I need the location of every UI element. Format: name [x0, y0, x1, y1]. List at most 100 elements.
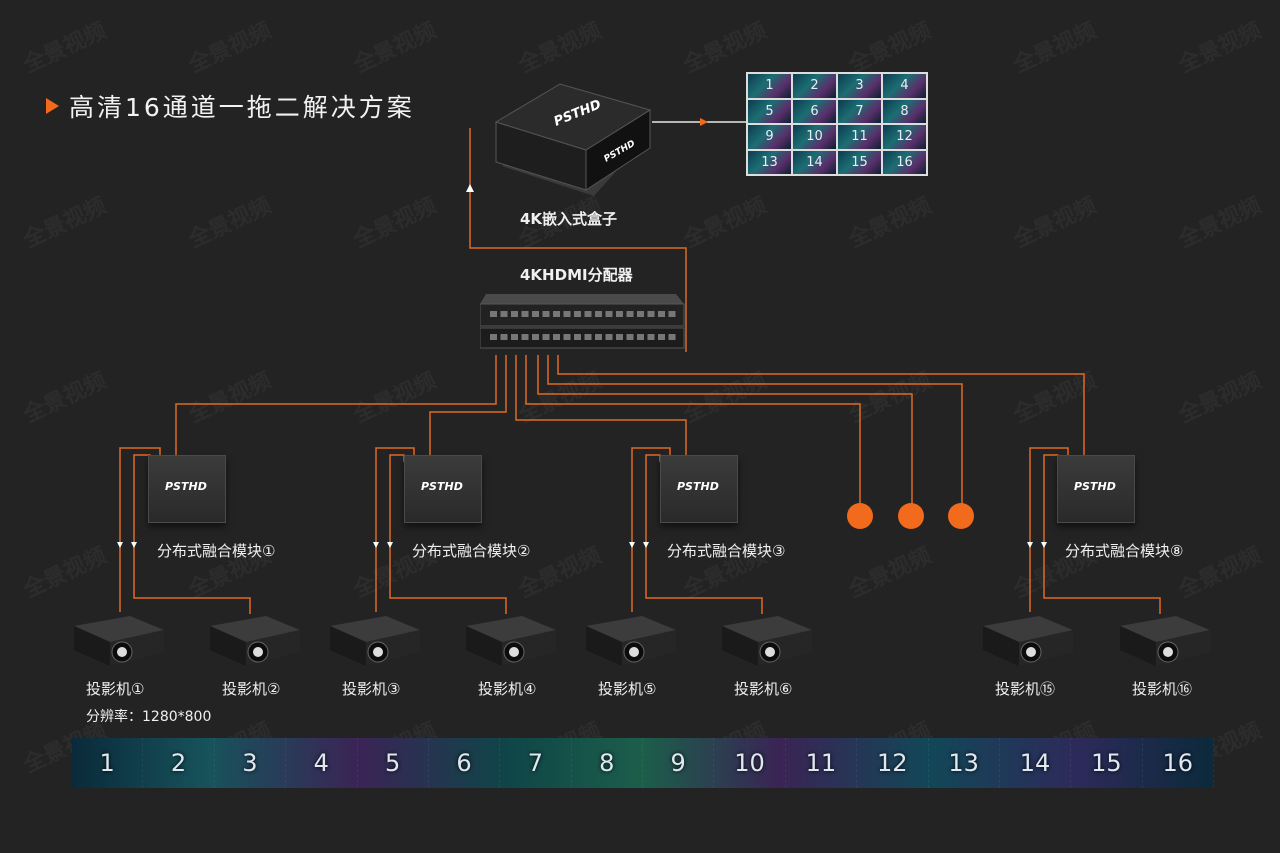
hdmi-port [658, 311, 665, 317]
hdmi-port [542, 311, 550, 317]
fusion-module-2: PSTHD [404, 455, 482, 523]
hdmi-port [532, 311, 539, 317]
wall-cell: 8 [883, 99, 926, 123]
strip-segment: 3 [215, 738, 287, 788]
out-line-3 [515, 355, 687, 455]
hdmi-port [626, 311, 634, 317]
hdmi-port [637, 334, 644, 340]
hdmi-port [668, 334, 676, 340]
input-arrow [700, 118, 708, 126]
strip-segment: 4 [286, 738, 358, 788]
hdmi-port [616, 311, 623, 317]
strip-segment: 12 [857, 738, 929, 788]
strip-segment: 16 [1143, 738, 1214, 788]
out-line-6 [547, 355, 963, 505]
fusion-module-8: PSTHD [1057, 455, 1135, 523]
strip-segment: 8 [572, 738, 643, 788]
hdmi-port [490, 311, 497, 317]
hdmi-port [616, 334, 623, 340]
projector-icon [979, 612, 1075, 670]
strip-segment: 9 [643, 738, 715, 788]
wall-cell: 3 [838, 74, 881, 98]
wall-cell: 6 [793, 99, 836, 123]
projector-label-1: 投影机① [86, 680, 145, 698]
hdmi-port [500, 334, 508, 340]
wall-cell: 4 [883, 74, 926, 98]
more-modules-dot [948, 503, 974, 529]
wall-cell: 10 [793, 125, 836, 149]
hdmi-port [574, 311, 581, 317]
module-brand: PSTHD [677, 480, 719, 493]
arrow-m8b [1041, 542, 1047, 548]
projector-label-16: 投影机⑯ [1132, 680, 1193, 698]
out-line-4 [525, 355, 861, 505]
hdmi-port [563, 311, 571, 317]
play-triangle-icon [46, 98, 59, 114]
hdmi-splitter [479, 290, 685, 352]
hdmi-port [605, 334, 613, 340]
projector-icon [718, 612, 814, 670]
wall-cell: 12 [883, 125, 926, 149]
hdmi-port [521, 334, 529, 340]
strip-segment: 7 [500, 738, 572, 788]
out-line-8 [557, 355, 1085, 455]
wall-cell: 7 [838, 99, 881, 123]
arrow-m3b [643, 542, 649, 548]
strip-segment: 11 [786, 738, 858, 788]
page-title-text: 高清16通道一拖二解决方案 [69, 93, 415, 122]
wall-cell: 2 [793, 74, 836, 98]
arrow-m1a [117, 542, 123, 548]
strip-segment: 5 [358, 738, 429, 788]
wall-cell: 14 [793, 150, 836, 174]
hdmi-port [553, 311, 560, 317]
hdmi-port [637, 311, 644, 317]
wall-cell: 9 [748, 125, 791, 149]
projector-icon [326, 612, 422, 670]
strip-segment: 13 [929, 738, 1000, 788]
out-line-5 [537, 355, 913, 505]
hdmi-port [658, 334, 665, 340]
fusion-module-1: PSTHD [148, 455, 226, 523]
box-label: 4K嵌入式盒子 [520, 210, 618, 228]
hdmi-port [500, 311, 508, 317]
out-line-2 [429, 355, 507, 455]
module-label-2: 分布式融合模块② [412, 542, 531, 560]
wall-cell: 1 [748, 74, 791, 98]
module-brand: PSTHD [165, 480, 207, 493]
hdmi-port [532, 334, 539, 340]
wall-cell: 11 [838, 125, 881, 149]
projector-label-4: 投影机④ [478, 680, 537, 698]
4k-embedded-box: PSTHD PSTHD [494, 78, 652, 198]
hdmi-port [584, 311, 592, 317]
arrow-m1b [131, 542, 137, 548]
strip-segment: 14 [1000, 738, 1072, 788]
wall-cell: 15 [838, 150, 881, 174]
strip-segment: 6 [429, 738, 501, 788]
module-brand: PSTHD [1074, 480, 1116, 493]
projector-icon [206, 612, 302, 670]
arrow-m8a [1027, 542, 1033, 548]
wall-cell: 5 [748, 99, 791, 123]
hdmi-port [647, 334, 655, 340]
projector-label-2: 投影机② [222, 680, 281, 698]
hdmi-port [553, 334, 560, 340]
splitter-label: 4KHDMI分配器 [520, 266, 633, 284]
wall-cell: 16 [883, 150, 926, 174]
resolution-label: 分辨率：1280*800 [86, 709, 212, 725]
hdmi-port [511, 334, 518, 340]
module-label-8: 分布式融合模块⑧ [1065, 542, 1184, 560]
hdmi-port [595, 311, 602, 317]
strip-segment: 15 [1071, 738, 1143, 788]
hdmi-port [574, 334, 581, 340]
hdmi-port [647, 311, 655, 317]
hdmi-port [595, 334, 602, 340]
fusion-module-3: PSTHD [660, 455, 738, 523]
projector-icon [70, 612, 166, 670]
hdmi-port [605, 311, 613, 317]
splitter-icon [479, 294, 685, 349]
projector-icon [582, 612, 678, 670]
projector-label-3: 投影机③ [342, 680, 401, 698]
up-arrow [466, 184, 474, 192]
